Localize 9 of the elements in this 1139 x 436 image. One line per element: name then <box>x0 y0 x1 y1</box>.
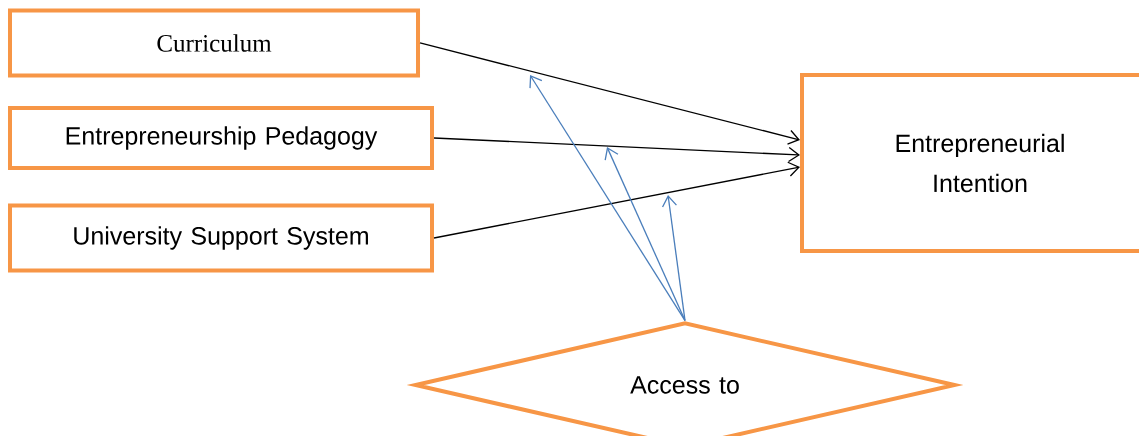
text-box: Entrepreneurial Intention <box>800 73 1139 253</box>
arrow <box>661 195 686 322</box>
arrow <box>433 137 800 163</box>
text-box: Curriculum <box>8 8 420 78</box>
arrow <box>419 42 800 145</box>
arrow <box>604 147 686 322</box>
text-box: University Support System <box>8 203 434 273</box>
text-box: Entrepreneurship Pedagogy <box>8 106 434 170</box>
arrow <box>433 161 800 239</box>
